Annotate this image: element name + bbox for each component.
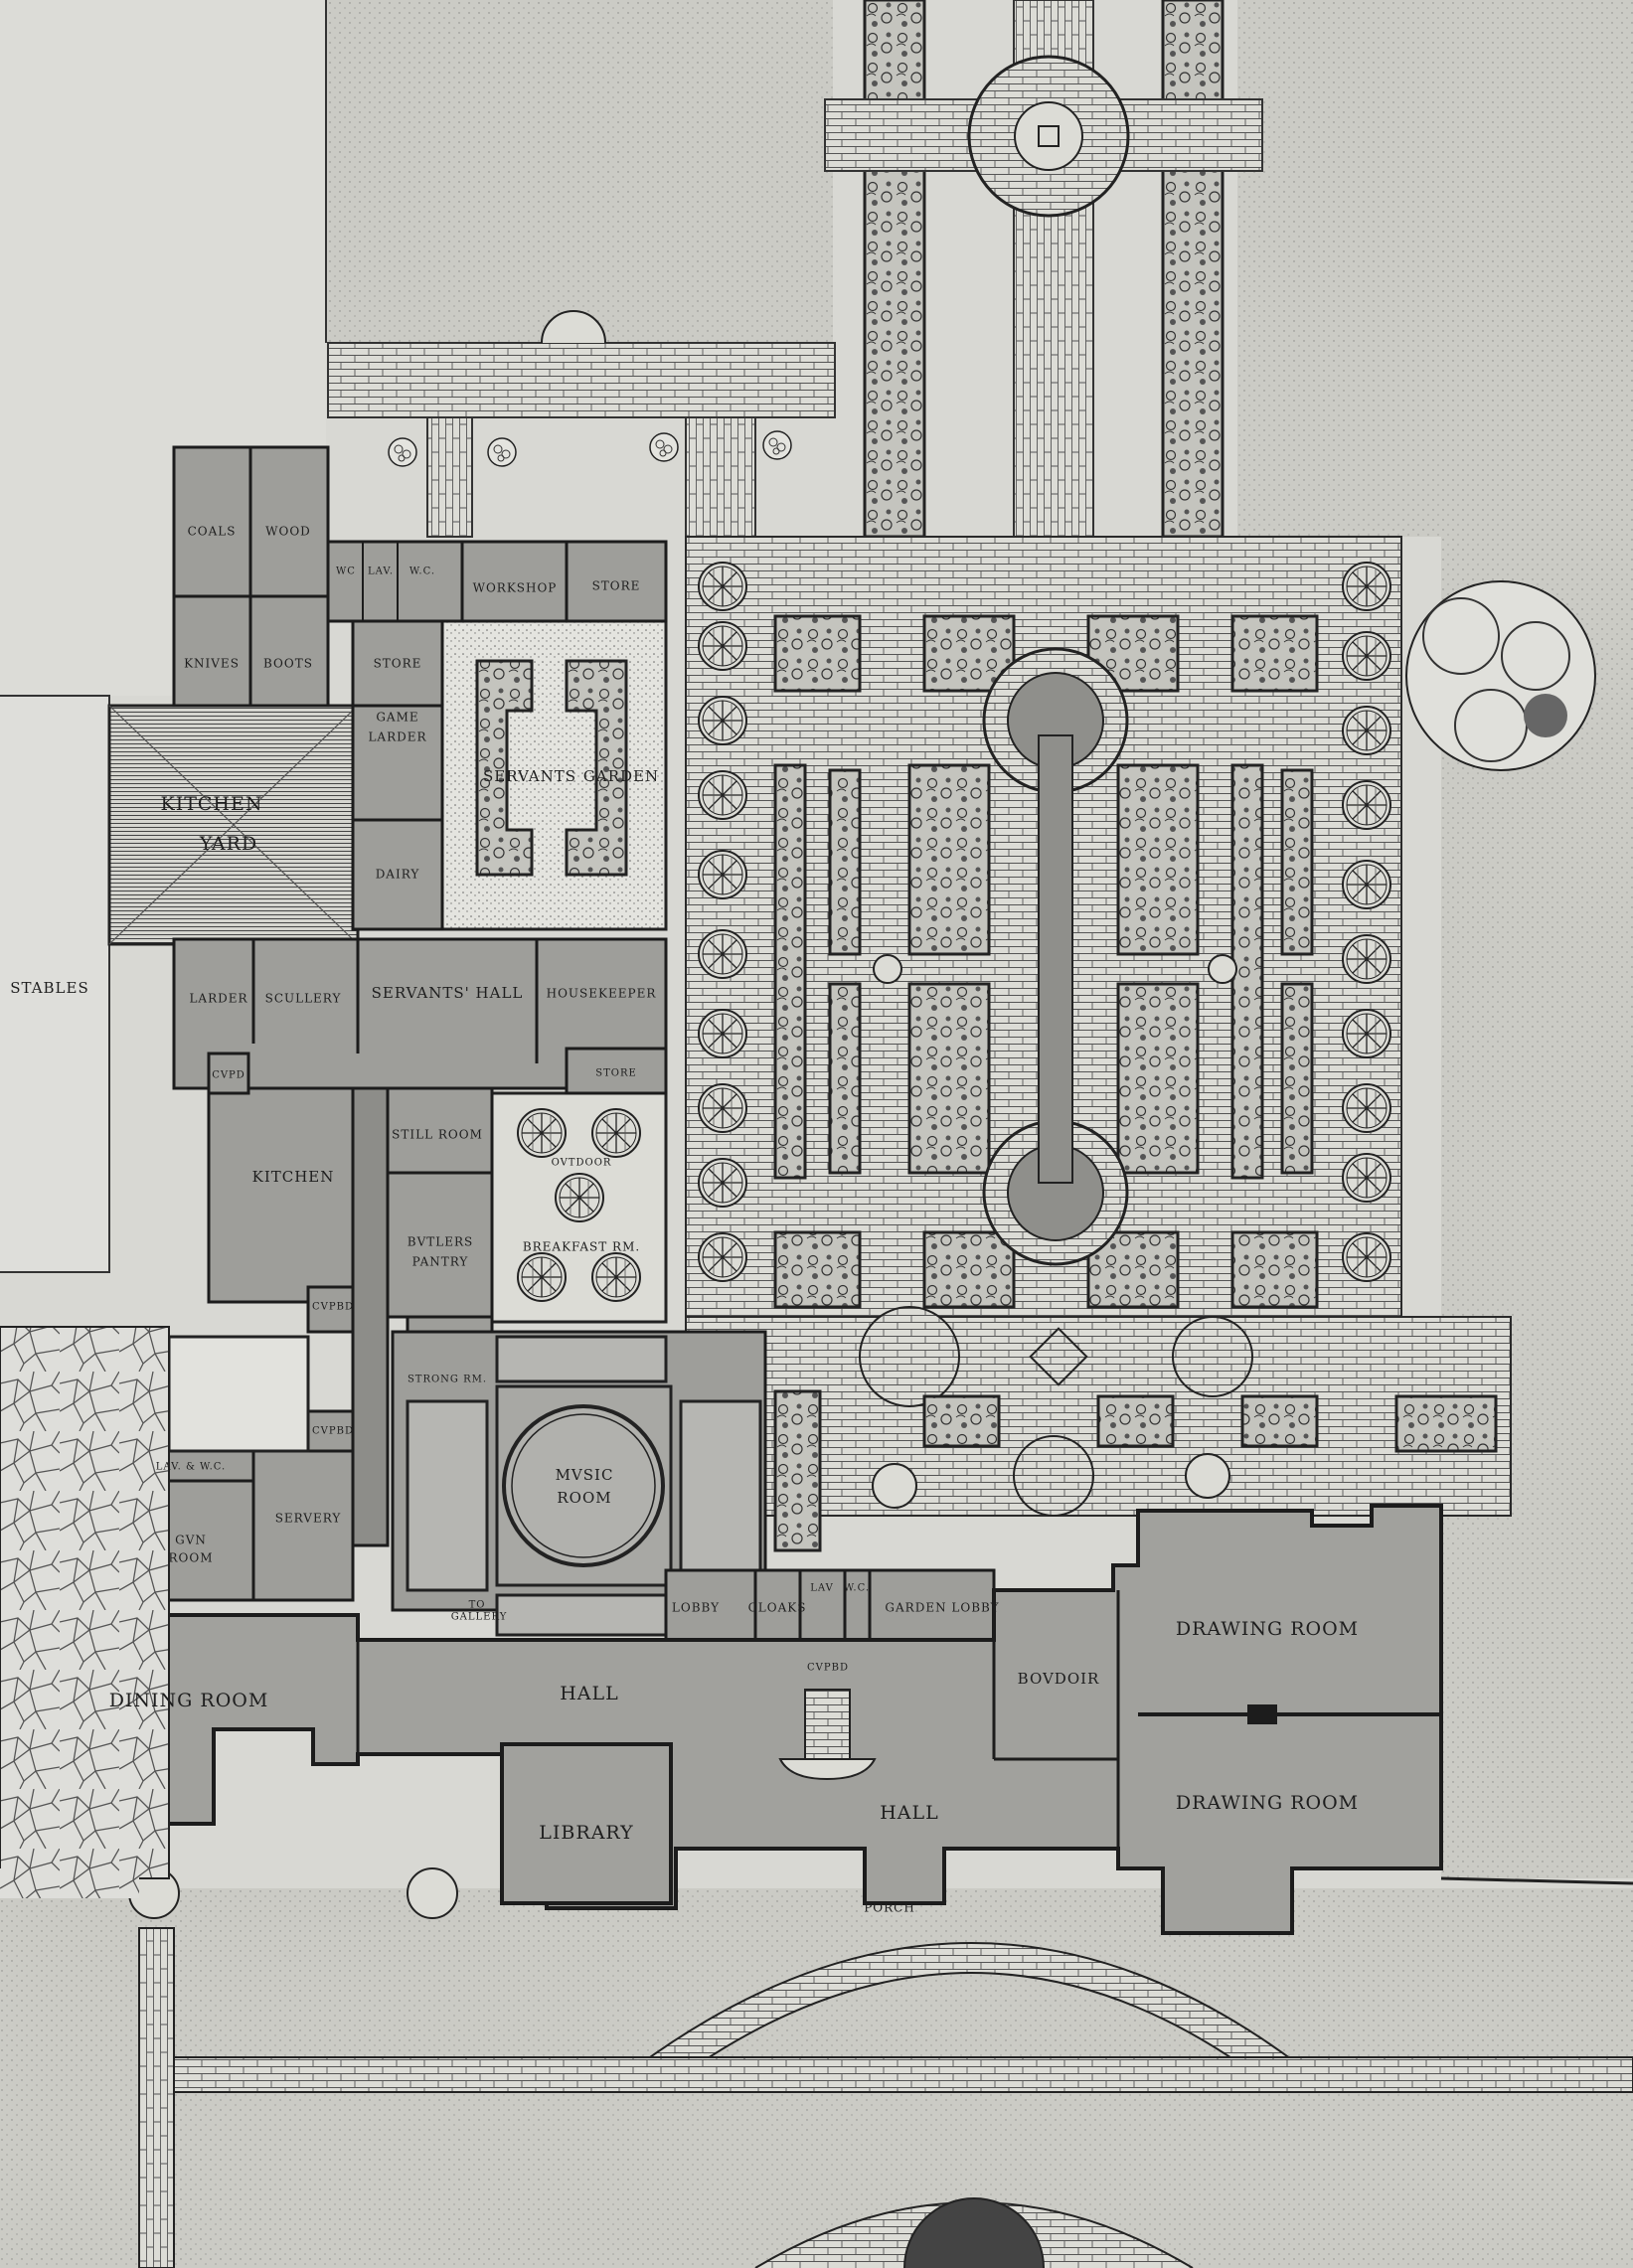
specimen-tree	[1405, 580, 1596, 771]
label-boots: BOOTS	[263, 657, 313, 671]
stables-outline	[0, 695, 110, 1273]
avenue-east-bed	[1161, 0, 1225, 539]
label-garden-lobby: GARDEN LOBBY	[885, 1601, 999, 1615]
label-strong-room: STRONG RM.	[408, 1375, 487, 1385]
label-lav-small: LAV	[810, 1583, 834, 1594]
label-wc: WC	[336, 567, 356, 577]
label-servants-garden-a: SERVANTS	[483, 767, 576, 785]
label-hall-north: HALL	[560, 1683, 619, 1704]
label-gallery: GALLERY	[451, 1612, 508, 1623]
label-workshop: WORKSHOP	[473, 581, 558, 595]
label-game-larder: LARDER	[368, 730, 426, 744]
label-butlers-a: BVTLERS	[408, 1235, 473, 1249]
label-wc-small: W.C.	[844, 1583, 870, 1594]
label-housekeeper: HOUSEKEEPER	[547, 987, 657, 1001]
label-gun: GVN	[175, 1534, 207, 1547]
label-store-mid: STORE	[374, 657, 422, 671]
label-breakfast-room: BREAKFAST RM.	[523, 1240, 640, 1254]
label-lav-wc: LAV. & W.C.	[156, 1462, 226, 1473]
music-room-dome	[502, 1404, 665, 1567]
label-kitchen-yard-a: KITCHEN	[161, 793, 263, 815]
label-dining-room: DINING ROOM	[109, 1690, 269, 1711]
label-kitchen: KITCHEN	[252, 1168, 335, 1186]
label-hall-south: HALL	[880, 1802, 939, 1824]
label-cupboard-1: CVPD	[212, 1070, 245, 1081]
label-drawing-room-2: DRAWING ROOM	[1176, 1792, 1359, 1814]
label-gallery-to: TO	[469, 1600, 486, 1611]
label-servery: SERVERY	[275, 1512, 342, 1526]
label-stables: STABLES	[10, 979, 89, 997]
avenue-west-bed	[863, 0, 926, 539]
label-lobby-west: LOBBY	[672, 1601, 720, 1615]
label-lav: LAV.	[368, 567, 394, 577]
label-store-north: STORE	[592, 579, 641, 593]
label-outdoor: OVTDOOR	[552, 1158, 612, 1169]
library-room	[500, 1742, 673, 1905]
label-dairy: DAIRY	[376, 868, 420, 882]
label-servants-hall: SERVANTS' HALL	[372, 984, 524, 1002]
north-east-lawn	[1237, 0, 1633, 537]
label-music-room: ROOM	[557, 1489, 611, 1507]
label-porch: PORCH	[864, 1901, 915, 1915]
north-west-lawn	[326, 0, 833, 343]
west-crazy-paving	[0, 1326, 170, 1879]
label-library: LIBRARY	[539, 1822, 633, 1844]
north-terrace-walk	[327, 342, 836, 418]
label-game: GAME	[376, 711, 418, 725]
label-gun-room: ROOM	[169, 1551, 214, 1565]
lobby-strip	[664, 1568, 996, 1642]
label-servants-garden-b: GARDEN	[583, 767, 659, 785]
label-wc-2: W.C.	[409, 567, 435, 577]
label-drawing-room-1: DRAWING ROOM	[1176, 1618, 1359, 1640]
label-scullery: SCULLERY	[265, 992, 342, 1006]
label-still-room: STILL ROOM	[392, 1128, 483, 1142]
label-cupboard-2: CVPBD	[312, 1302, 354, 1313]
label-kitchen-yard-b: YARD	[199, 833, 257, 855]
label-coals: COALS	[188, 525, 237, 539]
label-cloaks: CLOAKS	[748, 1601, 807, 1615]
label-store-housekeeper: STORE	[595, 1068, 637, 1079]
service-wing	[127, 445, 668, 1602]
label-butlers-b: PANTRY	[412, 1255, 469, 1269]
room-labels: COALS WOOD WC LAV. W.C. WORKSHOP STORE K…	[10, 525, 1359, 1915]
central-canal	[1038, 734, 1073, 1184]
west-rosette-column	[698, 621, 747, 1282]
main-stair	[804, 1689, 851, 1760]
label-music: MVSIC	[556, 1466, 614, 1484]
label-cupboard-3: CVPBD	[312, 1426, 354, 1437]
label-cupboard-4: CVPBD	[807, 1663, 849, 1674]
label-wood: WOOD	[265, 525, 311, 539]
label-knives: KNIVES	[184, 657, 240, 671]
label-boudoir: BOVDOIR	[1018, 1670, 1100, 1688]
label-larder: LARDER	[189, 992, 247, 1006]
